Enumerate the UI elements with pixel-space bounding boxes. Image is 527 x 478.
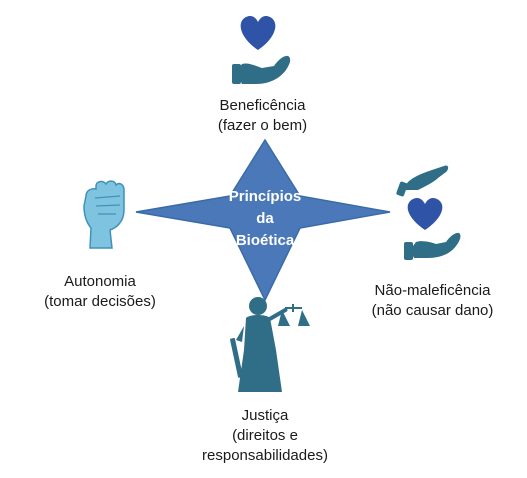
lady-justice-icon bbox=[230, 297, 310, 392]
open-hand-icon bbox=[232, 55, 291, 84]
node-autonomy: Autonomia (tomar decisões) bbox=[20, 272, 180, 312]
node-title: Beneficência bbox=[219, 97, 306, 114]
node-title: Autonomia bbox=[64, 273, 136, 290]
node-justice: Justiça (direitos e responsabilidades) bbox=[185, 406, 345, 466]
node-title: Não-maleficência bbox=[374, 282, 491, 299]
heart-icon bbox=[240, 15, 276, 50]
center-line-3: Bioética bbox=[235, 232, 295, 249]
node-subtitle-line-1: (direitos e bbox=[232, 427, 298, 444]
node-subtitle: (fazer o bem) bbox=[217, 117, 308, 134]
center-line-1: Princípios bbox=[228, 188, 302, 205]
central-star bbox=[135, 138, 391, 302]
node-beneficence: Beneficência (fazer o bem) bbox=[190, 96, 335, 136]
raised-fist-icon bbox=[83, 180, 125, 249]
center-line-2: da bbox=[256, 210, 274, 227]
node-title: Justiça bbox=[241, 407, 289, 424]
node-subtitle-line-2: responsabilidades) bbox=[202, 447, 328, 464]
protective-hands-heart-icon bbox=[396, 165, 461, 260]
node-subtitle: (não causar dano) bbox=[371, 302, 494, 319]
center-title: Princípios da Bioética bbox=[205, 186, 325, 252]
node-non-maleficence: Não-maleficência (não causar dano) bbox=[345, 281, 520, 321]
node-subtitle: (tomar decisões) bbox=[44, 293, 156, 310]
